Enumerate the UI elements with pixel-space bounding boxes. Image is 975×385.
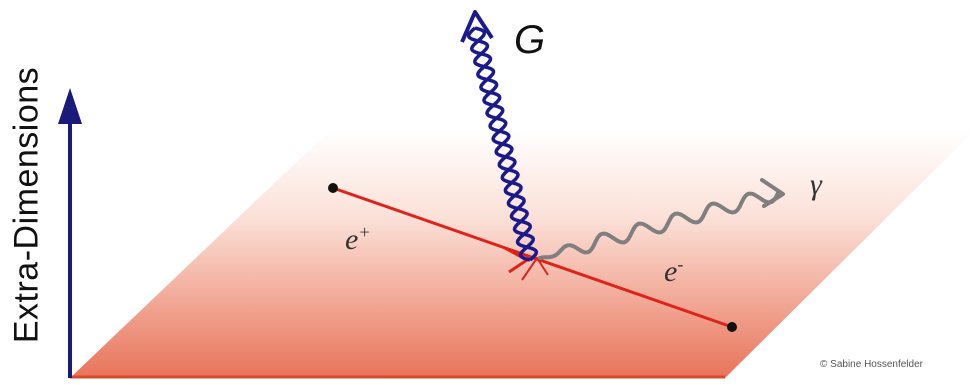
photon-line (538, 191, 780, 260)
copyright-credit: © Sabine Hossenfelder (820, 359, 923, 370)
graviton-arrowhead-icon (460, 10, 494, 43)
positron-label: e+ (345, 222, 371, 256)
positron-charge: + (358, 222, 371, 242)
graviton-label: G (514, 18, 546, 62)
axis-arrowhead-icon (58, 88, 82, 124)
axis-label-text: Extra-Dimensions (7, 66, 46, 344)
axis-label: Extra-Dimensions (2, 30, 52, 380)
vertex-cross (521, 256, 549, 281)
positron-endpoint (328, 183, 338, 193)
photon-arrowhead-icon (760, 178, 785, 208)
graviton-helix-strand-b (470, 26, 535, 262)
electron-label: e- (664, 254, 684, 288)
electron-charge: - (677, 254, 684, 274)
photon-label: γ (810, 168, 822, 201)
electron-endpoint (727, 322, 737, 332)
